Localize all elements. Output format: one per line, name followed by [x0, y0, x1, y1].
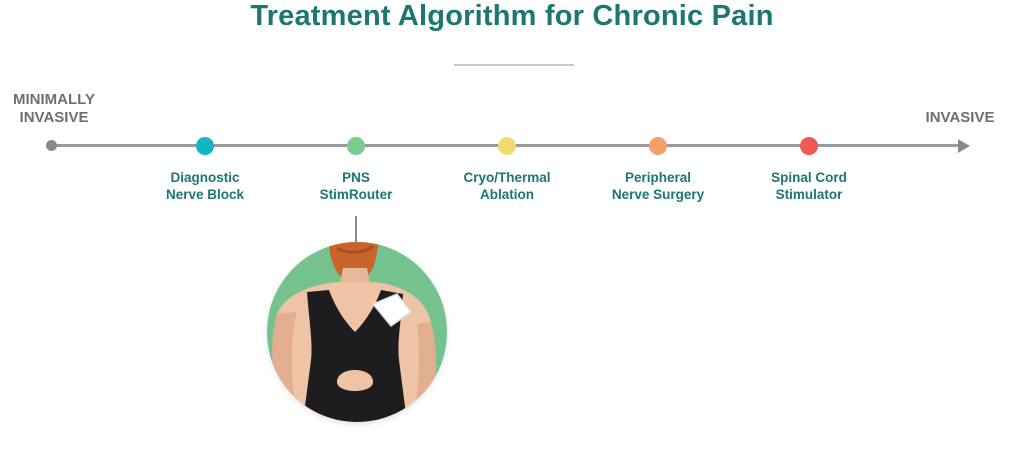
step-dot-spinal-cord-stimulator — [800, 137, 818, 155]
step-label-line2: Nerve Block — [165, 187, 245, 202]
step-label-peripheral-nerve-surgery: Peripheral Nerve Surgery — [588, 169, 728, 203]
step-label-diagnostic-nerve-block: Diagnostic Nerve Block — [135, 169, 275, 203]
step-label-line2: StimRouter — [319, 187, 393, 202]
step-label-line1: Peripheral — [624, 170, 692, 185]
step-label-line1: Cryo/Thermal — [463, 170, 551, 185]
minimally-invasive-label-line2: INVASIVE — [19, 109, 89, 126]
step-label-line2: Ablation — [480, 187, 534, 202]
step-label-spinal-cord-stimulator: Spinal Cord Stimulator — [739, 169, 879, 203]
step-label-line2: Nerve Surgery — [611, 187, 705, 202]
step-dot-cryo-thermal-ablation — [498, 137, 516, 155]
page-title: Treatment Algorithm for Chronic Pain — [250, 0, 774, 32]
invasive-label: INVASIVE — [925, 109, 995, 126]
patient-back-illustration — [272, 242, 436, 422]
axis-start-point — [46, 140, 57, 151]
photo-connector-line — [355, 216, 357, 246]
step-label-cryo-thermal-ablation: Cryo/Thermal Ablation — [437, 169, 577, 203]
step-label-line1: Spinal Cord — [771, 170, 847, 185]
step-label-line1: PNS — [342, 170, 370, 185]
step-dot-peripheral-nerve-surgery — [649, 137, 667, 155]
title-divider — [454, 64, 574, 66]
patient-back-photo — [267, 242, 447, 422]
step-label-pns-stimrouter: PNS StimRouter — [286, 169, 426, 203]
step-label-line1: Diagnostic — [170, 170, 240, 185]
minimally-invasive-label-line1: MINIMALLY — [13, 91, 95, 108]
step-dot-diagnostic-nerve-block — [196, 137, 214, 155]
step-label-line2: Stimulator — [775, 187, 843, 202]
minimally-invasive-label: MINIMALLY INVASIVE — [4, 91, 104, 127]
step-dot-pns-stimrouter — [347, 137, 365, 155]
axis-arrow-icon — [958, 139, 970, 153]
